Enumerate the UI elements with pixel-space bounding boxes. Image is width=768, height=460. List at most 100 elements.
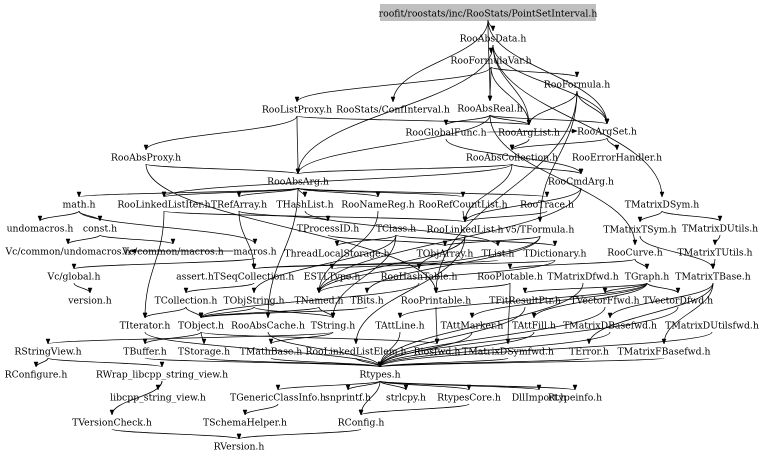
edge-arrowhead [442, 240, 448, 247]
edge-roo-abs-collection-to-roo-linked-list-iter [163, 163, 513, 198]
edge-arrowhead [142, 312, 148, 319]
edge-arrowhead [462, 216, 468, 223]
node-tmatrix-tsym: TMatrixTSym.h [603, 224, 676, 235]
edge-arrowhead [574, 71, 580, 78]
node-tmatrix-dfwd: TMatrixDfwd.h [547, 271, 618, 282]
edge-arrowhead [526, 119, 532, 126]
edge-titerator-to-rtypes [144, 331, 381, 368]
node-riosfwd: Riosfwd.h [414, 346, 461, 357]
edge-arrowhead [487, 95, 493, 102]
edge-arrowhead [614, 144, 620, 151]
edge-rtypes-core-to-rconfig [360, 403, 470, 416]
edge-arrowhead [251, 263, 257, 270]
edge-roo-abs-real-to-roo-global-func [445, 114, 491, 126]
edge-arrowhead [571, 128, 578, 134]
edge-roo-abs-collection-to-roo-linked-list [464, 163, 513, 223]
edge-roo-cmd-arg-to-roo-linked-list [464, 187, 582, 223]
edge-rstring-view-to-rwrap [47, 357, 163, 368]
edge-root-to-roo-arg-set [487, 19, 608, 125]
node-version: version.h [67, 295, 111, 306]
edge-rtypes-to-rtypes-core [379, 380, 470, 391]
node-roo-formula-var: RooFormulaVar.h [450, 55, 531, 66]
node-tdictionary: TDictionary.h [523, 248, 586, 259]
node-tmatrix-dutils: TMatrixDUtils.h [682, 223, 758, 234]
node-vc-macros: Vc/common/macros.h [121, 246, 224, 257]
node-macros: macros.h [233, 246, 276, 257]
edge-arrowhead [33, 361, 39, 368]
node-thash-list: THashList.h [276, 199, 333, 210]
node-roo-printable: RooPrintable.h [401, 295, 472, 306]
edge-terror-to-rtypes [379, 357, 590, 368]
edge-arrowhead [490, 25, 496, 32]
edge-rtypes-to-rtypeinfo [379, 380, 576, 391]
edge-tnamed-to-tobject [200, 306, 320, 319]
edge-tvector-ffwd-to-rtypes [379, 306, 606, 368]
node-roo-abs-cache: RooAbsCache.h [231, 320, 305, 331]
node-tbuffer: TBuffer.h [123, 346, 167, 357]
edge-arrowhead [602, 287, 608, 294]
edge-arrowhead [159, 361, 165, 368]
node-tstring: TString.h [311, 320, 356, 331]
edge-tref-array-to-tseq-collection [238, 210, 255, 270]
node-tschema-helper: TSchemaHelper.h [203, 417, 287, 428]
edge-tseq-collection-to-tcollection [185, 282, 255, 294]
edge-tstorage-to-rtypes [203, 357, 381, 368]
edge-roo-abs-proxy-to-roo-abs-arg [145, 163, 299, 175]
edge-roo-abs-collection-to-roo-cmd-arg [511, 163, 582, 175]
edge-tatt-fill-to-rtypes [379, 331, 535, 368]
node-tvector-ffwd: TVectorFfwd.h [570, 295, 639, 306]
edge-arrowhead [659, 191, 665, 198]
node-dll-import: DllImport.h [512, 392, 567, 403]
edge-roo-abs-proxy-to-roo-printable [145, 163, 437, 294]
edge-roo-abs-arg-to-roo-trace [297, 187, 548, 198]
edge-arrowhead [129, 248, 136, 254]
edge-tmatrix-tsym-to-tmatrix-tbase [639, 235, 714, 270]
edge-tclass-to-tstring [332, 234, 397, 319]
edge-vc-global-to-version [73, 282, 91, 294]
node-tatt-line: TAttLine.h [375, 320, 424, 331]
edge-tstring-to-rstring-view [47, 331, 334, 345]
edge-roo-plotable-to-tmatrix-dsymfwd [507, 282, 511, 345]
edge-tbits-to-tobject [200, 306, 368, 319]
edge-rtypes-to-strlcpy [379, 380, 407, 391]
edge-arrowhead [637, 216, 643, 223]
node-roo-global-func: RooGlobalFunc.h [405, 127, 486, 138]
edge-tbuffer-to-rtypes [144, 357, 381, 368]
node-rtypeinfo: Rtypeinfo.h [548, 392, 602, 403]
edge-roo-arg-set-to-roo-error-handler [606, 137, 618, 151]
node-tmatrix-tbase: TMatrixTBase.h [675, 271, 750, 282]
edge-arrowhead [76, 191, 82, 198]
node-strlcpy: strlcpy.h [386, 392, 426, 403]
edge-arrowhead [198, 312, 204, 319]
edge-tclass-to-thread-local-storage [336, 234, 397, 247]
edge-arrowhead [251, 287, 257, 294]
edge-arrowhead [358, 409, 364, 416]
edge-roo-list-proxy-to-roo-abs-proxy [145, 115, 298, 151]
node-roo-abs-data: RooAbsData.h [460, 33, 527, 44]
edge-roo-list-proxy-to-roo-arg-list [296, 115, 530, 126]
node-tclass: TClass.h [376, 223, 416, 234]
edge-roo-abs-arg-to-roo-linked-list-iter [163, 187, 299, 198]
edge-arrowhead [469, 312, 475, 319]
edge-arrowhead [201, 338, 207, 345]
edge-roo-formula-var-to-roo-arg-list [490, 66, 530, 126]
node-roo-arg-list: RooArgList.h [498, 127, 560, 138]
node-root: roofit/roostats/inc/RooStats/PointSetInt… [379, 8, 598, 19]
edge-arrowhead [142, 338, 148, 345]
edge-roo-plotable-to-roo-printable [435, 282, 511, 294]
node-roo-linked-list-elem: RooLinkedListElem.h [305, 346, 406, 357]
edge-arrowhead [552, 240, 558, 247]
node-tprocess-id: TProcessID.h [297, 223, 360, 234]
edge-roo-formula-var-to-roo-list-proxy [296, 66, 492, 103]
node-tgraph: TGraph.h [625, 271, 670, 282]
edge-arrowhead [345, 384, 351, 391]
node-rconfig: RConfig.h [338, 417, 385, 428]
node-terror: TError.h [569, 346, 609, 357]
edge-arrowhead [161, 191, 167, 198]
edge-tref-array-to-tprocess-id [238, 210, 329, 222]
edge-arrowhead [377, 361, 383, 368]
edge-roo-linked-list-to-roo-linked-list-elem [355, 235, 466, 345]
edge-arrowhead [586, 338, 592, 345]
edge-tmatrix-tbase-to-terror [588, 282, 714, 345]
edge-tgraph-to-tvector-dfwd [646, 282, 679, 294]
